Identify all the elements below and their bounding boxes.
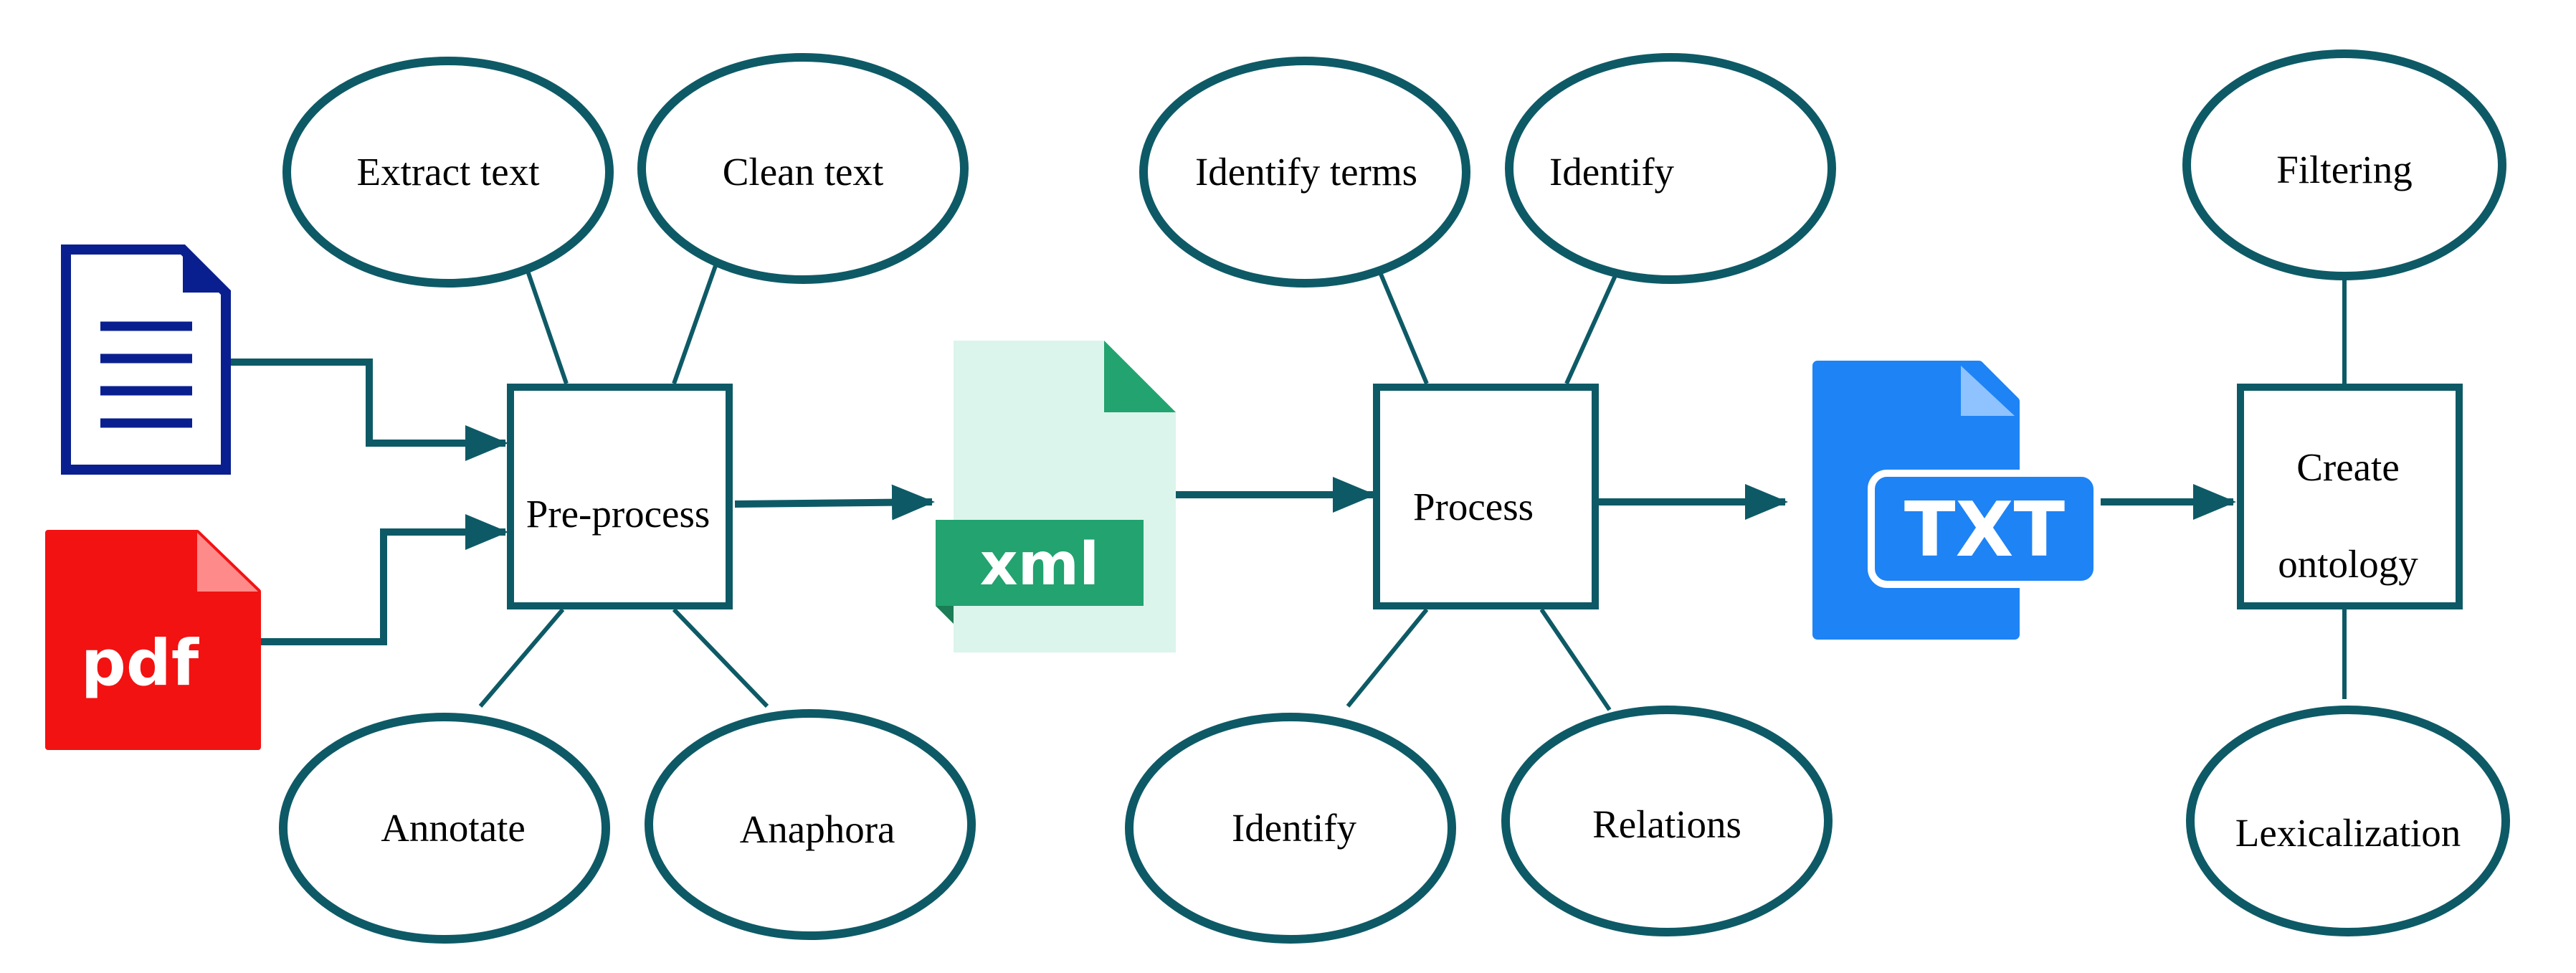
connector-identify-bottom: [1346, 608, 1429, 708]
relations-label: Relations: [1592, 802, 1741, 846]
connector-clean: [672, 261, 719, 384]
ellipse-identify-terms: Identify terms: [1139, 57, 1470, 288]
lexicalization-label: Lexicalization: [2235, 811, 2461, 855]
preprocess-label: Pre-process: [526, 492, 710, 536]
connector-relations: [1539, 608, 1612, 711]
connector-annotate: [478, 608, 565, 708]
ellipse-identify-bottom: Identify: [1125, 713, 1456, 944]
preprocess-box: Pre-process: [507, 384, 733, 609]
ellipse-filtering: Filtering: [2182, 49, 2506, 280]
ellipse-extract-text: Extract text: [282, 57, 614, 288]
ellipse-identify-top: Identify: [1505, 53, 1836, 284]
document-icon: [61, 245, 231, 475]
flow-arrows: [226, 359, 2236, 645]
annotate-label: Annotate: [381, 806, 526, 850]
anaphora-label: Anaphora: [740, 807, 895, 851]
ellipse-clean-text: Clean text: [637, 53, 969, 284]
txt-file-icon: TXT: [1812, 361, 2101, 640]
identify-terms-label: Identify terms: [1195, 150, 1417, 194]
process-label: Process: [1413, 485, 1534, 528]
connector-lines: [478, 261, 2347, 711]
pdf-file-icon: pdf: [45, 530, 261, 750]
arrow-preprocess-to-xml: [734, 484, 935, 521]
arrow-pdf-to-preprocess: [258, 514, 508, 645]
connector-extract: [525, 268, 569, 384]
create-ontology-label-line2: ontology: [2278, 542, 2418, 586]
ellipse-lexicalization: Lexicalization: [2186, 706, 2510, 936]
identify-bottom-label: Identify: [1232, 806, 1357, 850]
connector-identify-top: [1564, 271, 1619, 385]
filtering-label: Filtering: [2276, 148, 2412, 191]
ellipse-relations: Relations: [1501, 706, 1833, 936]
process-box: Process: [1373, 384, 1599, 609]
pdf-icon-label: pdf: [81, 626, 200, 700]
extract-text-label: Extract text: [356, 150, 539, 194]
ellipse-anaphora: Anaphora: [645, 709, 976, 940]
xml-icon-label: xml: [980, 531, 1099, 599]
create-ontology-box: Create ontology: [2237, 384, 2463, 609]
arrow-doc-to-preprocess: [226, 359, 508, 461]
clean-text-label: Clean text: [723, 150, 884, 194]
xml-file-icon: xml: [936, 341, 1176, 652]
txt-icon-label: TXT: [1904, 486, 2066, 574]
ellipse-annotate: Annotate: [279, 713, 610, 944]
connector-anaphora: [672, 607, 769, 708]
connector-identify-terms: [1378, 271, 1429, 385]
identify-top-label: Identify: [1549, 150, 1675, 194]
create-ontology-label-line1: Create: [2296, 445, 2400, 489]
